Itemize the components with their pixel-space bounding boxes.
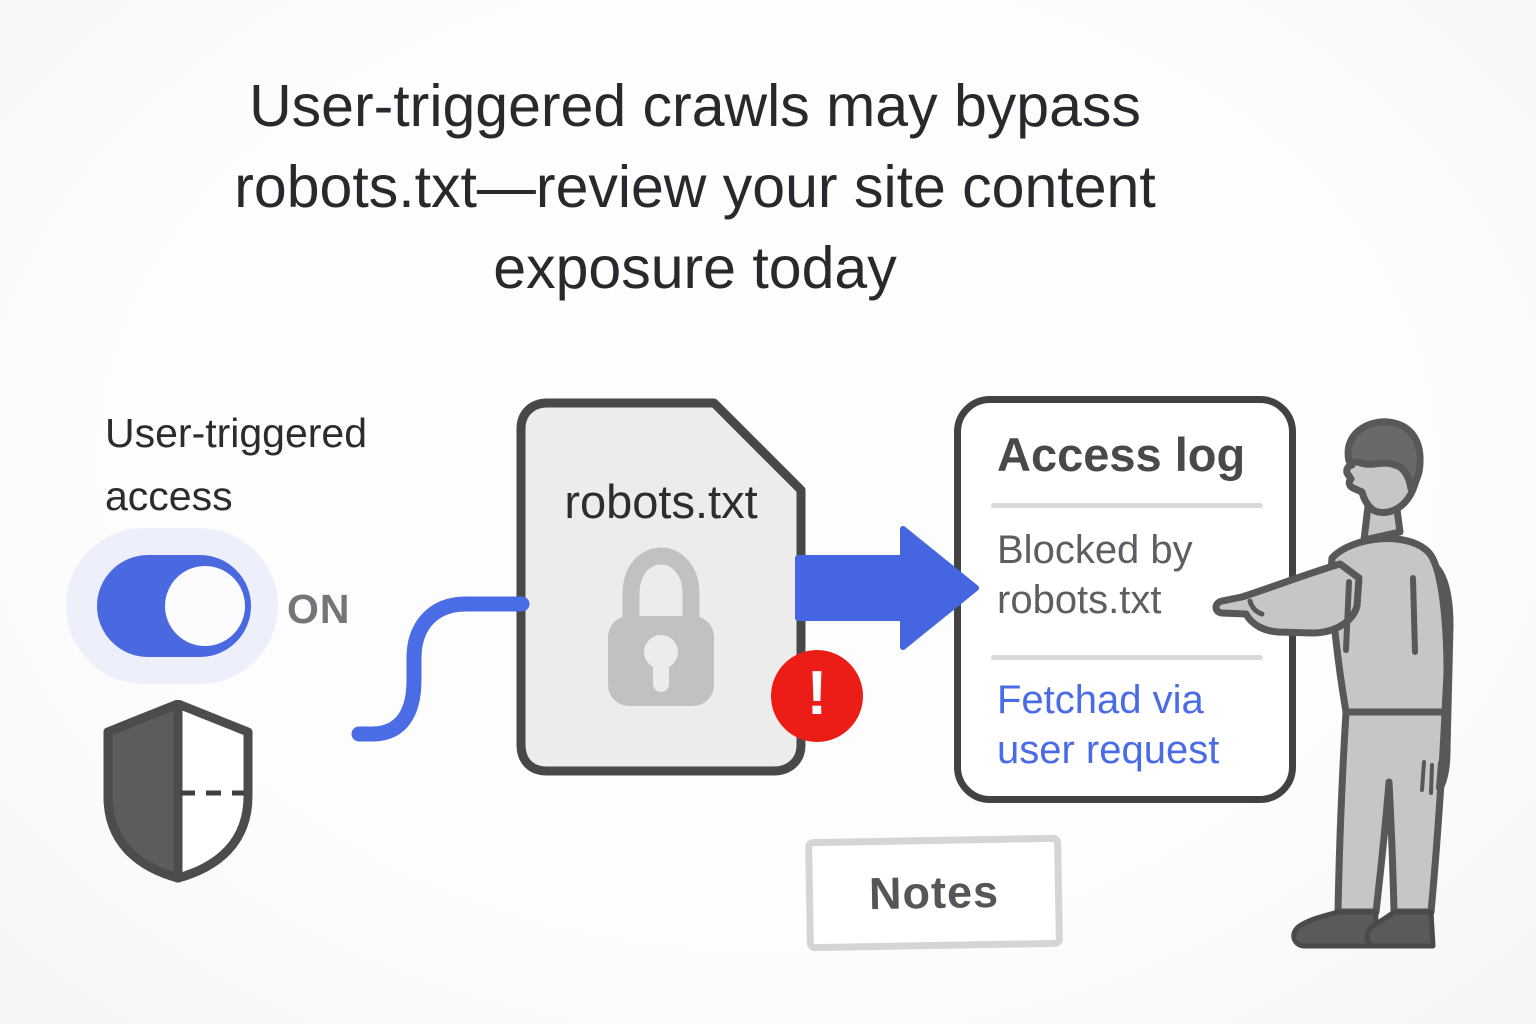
person-hand-fingers	[1420, 760, 1442, 795]
toggle-knob[interactable]	[165, 566, 245, 646]
lock-icon	[608, 547, 714, 706]
alert-badge: !	[771, 650, 863, 742]
person-pointing-arm	[1212, 560, 1363, 637]
person-shoe-front	[1291, 909, 1379, 949]
toggle-state-label: ON	[287, 586, 351, 632]
person-hair	[1344, 418, 1424, 493]
flow-arrow-icon	[795, 526, 979, 650]
person-legs	[1334, 708, 1449, 916]
person-shoe-back	[1364, 909, 1436, 949]
shield-icon	[103, 700, 253, 883]
notes-button[interactable]: Notes	[805, 834, 1063, 952]
connector-line	[351, 596, 530, 742]
log-entry-blocked: Blocked by robots.txt	[997, 528, 1193, 622]
divider	[991, 655, 1263, 660]
toggle-label: User-triggered access	[105, 410, 368, 519]
notes-label: Notes	[868, 865, 1000, 920]
alert-icon: !	[806, 659, 828, 728]
divider	[991, 503, 1263, 508]
page-title-line1: User-triggered crawls may bypass	[249, 73, 1141, 139]
log-entry-fetched: Fetchad via user request	[997, 678, 1220, 772]
person-illustration	[1212, 418, 1454, 949]
pointing-hand-detail	[1247, 598, 1265, 617]
person-seams	[1343, 575, 1418, 655]
page-title-line2: robots.txt—review your site content	[234, 154, 1156, 220]
user-access-toggle[interactable]	[97, 555, 251, 657]
file-name: robots.txt	[564, 475, 758, 528]
page-title-line3: exposure today	[493, 235, 897, 301]
document-icon	[516, 398, 806, 776]
robots-file-card: robots.txt	[516, 398, 806, 776]
page-title: User-triggered crawls may bypass robots.…	[120, 66, 1270, 309]
access-log-title: Access log	[997, 428, 1246, 481]
